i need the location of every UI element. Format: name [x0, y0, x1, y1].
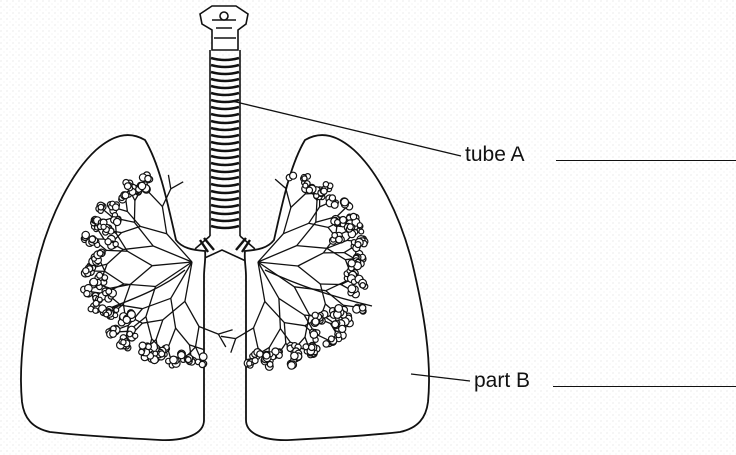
- alveolus: [302, 176, 307, 181]
- alveolus: [145, 175, 151, 181]
- alveolus: [106, 289, 112, 295]
- alveolus: [310, 331, 317, 338]
- alveolus: [93, 300, 99, 306]
- alveolus: [291, 352, 298, 359]
- alveolus: [138, 182, 145, 189]
- tube-a-answer-line[interactable]: [556, 160, 736, 161]
- part-b-answer-line[interactable]: [553, 386, 736, 387]
- alveolus: [360, 283, 365, 288]
- alveolus: [335, 305, 343, 313]
- alveolus: [247, 361, 252, 366]
- alveolus: [257, 351, 263, 357]
- alveolus: [82, 231, 89, 238]
- alveolus: [178, 352, 185, 359]
- alveolus: [347, 224, 353, 230]
- alveolus: [101, 224, 106, 229]
- alveolus: [339, 325, 346, 332]
- alveolus: [199, 361, 205, 367]
- alveolus: [321, 188, 327, 194]
- alveolus: [121, 340, 126, 345]
- alveolus: [199, 353, 207, 361]
- alveolus: [348, 260, 355, 267]
- alveolus: [336, 333, 341, 338]
- alveolus: [98, 204, 104, 210]
- alveolus: [359, 229, 364, 234]
- alveolus: [323, 341, 329, 347]
- alveolus: [186, 357, 192, 363]
- alveolus: [97, 272, 103, 278]
- alveolus: [355, 242, 361, 248]
- alveolus: [267, 362, 273, 368]
- alveolus: [110, 331, 117, 338]
- alveolus: [288, 362, 296, 370]
- alveolus: [123, 316, 130, 323]
- alveolus: [335, 220, 341, 226]
- alveolus: [124, 183, 131, 190]
- alveolus: [127, 331, 133, 337]
- alveolus: [290, 172, 297, 179]
- alveolus: [114, 308, 119, 313]
- alveolus: [323, 182, 328, 187]
- alveolus: [133, 333, 138, 338]
- alveolus: [122, 192, 129, 199]
- alveolus: [139, 349, 145, 355]
- alveolus: [359, 305, 365, 311]
- tube-a-label: tube A: [465, 143, 525, 167]
- alveolus: [331, 202, 338, 209]
- alveolus: [357, 223, 362, 228]
- alveolus: [329, 195, 335, 201]
- alveolus: [159, 351, 165, 357]
- alveolus: [93, 308, 98, 313]
- alveolus: [97, 250, 103, 256]
- alveolus: [170, 356, 178, 364]
- alveolus: [309, 344, 315, 350]
- alveolus: [312, 318, 319, 325]
- alveolus: [113, 204, 120, 211]
- part-b-label: part B: [474, 369, 530, 393]
- alveolus: [104, 312, 109, 317]
- alveolus: [105, 239, 111, 245]
- alveolus: [341, 198, 349, 206]
- alveolus: [306, 187, 312, 193]
- alveolus: [83, 268, 89, 274]
- alveolus: [350, 213, 356, 219]
- alveolus: [113, 242, 118, 247]
- alveolus: [263, 352, 270, 359]
- alveolus: [139, 342, 146, 349]
- alveolus: [153, 351, 158, 356]
- bronchiole: [107, 250, 128, 251]
- bronchiole: [134, 201, 135, 223]
- alveolus: [332, 321, 339, 328]
- alveolus: [312, 312, 318, 318]
- alveolus: [348, 285, 356, 293]
- alveolus: [89, 236, 95, 242]
- alveolus: [114, 218, 121, 225]
- alveolus: [329, 336, 335, 342]
- alveolus: [84, 291, 90, 297]
- alveolus: [336, 236, 343, 243]
- alveolus: [252, 358, 258, 364]
